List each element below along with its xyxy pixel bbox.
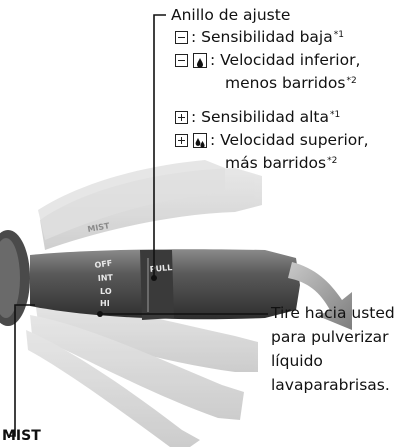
lever-main [0,230,300,326]
plus-box-icon [175,134,188,147]
ring-title: Anillo de ajuste [171,6,291,24]
high-speed-line2-wrap: más barridos*2 [225,154,338,172]
high-sensitivity-text: : Sensibilidad alta [191,108,329,126]
pull-instruction-line4: lavaparabrisas. [271,376,390,394]
lever-mark-pull: PULL [149,263,172,274]
low-sensitivity-note: *1 [333,30,344,40]
plus-box-icon [175,111,188,124]
pull-instruction-line1: Tire hacia usted [271,304,395,322]
lever-ghost-upper [38,160,262,250]
callout-lines [8,14,268,437]
mist-label: MIST [2,428,41,444]
single-drop-icon [193,53,207,68]
low-speed-line2-wrap: menos barridos*2 [225,74,357,92]
lever-mark-lo: LO [100,287,112,296]
low-speed-line2: menos barridos [225,74,346,92]
high-sensitivity-note: *1 [329,110,341,120]
pull-instruction-line2: para pulverizar [271,328,389,346]
pull-callout-dot [97,311,103,317]
minus-box-icon [175,31,188,44]
low-sensitivity-line: : Sensibilidad baja*1 [191,28,344,46]
lever-mark-int: INT [98,273,114,283]
high-speed-line2: más barridos [225,154,327,172]
high-speed-line1: : Velocidad superior, [210,131,369,149]
lever-mark-off: OFF [94,259,113,270]
minus-box-icon [175,54,188,67]
mist-callout-line [8,304,35,437]
low-speed-line1: : Velocidad inferior, [210,51,361,69]
pull-instruction-line3: líquido [271,352,323,370]
low-speed-note: *2 [346,76,357,86]
low-sensitivity-text: : Sensibilidad baja [191,28,333,46]
high-speed-note: *2 [327,156,338,166]
lever-mark-mist: MIST [87,221,111,234]
double-drop-icon [193,133,207,148]
ring-callout-line [153,14,166,278]
ring-callout-dot [151,275,157,281]
pull-arrow-icon [288,262,352,330]
lever-ghost-lower [26,300,258,447]
lever-position-markings: OFF INT LO HI MIST PULL [87,221,173,308]
lever-mark-hi: HI [100,299,110,308]
high-sensitivity-line: : Sensibilidad alta*1 [191,108,341,126]
